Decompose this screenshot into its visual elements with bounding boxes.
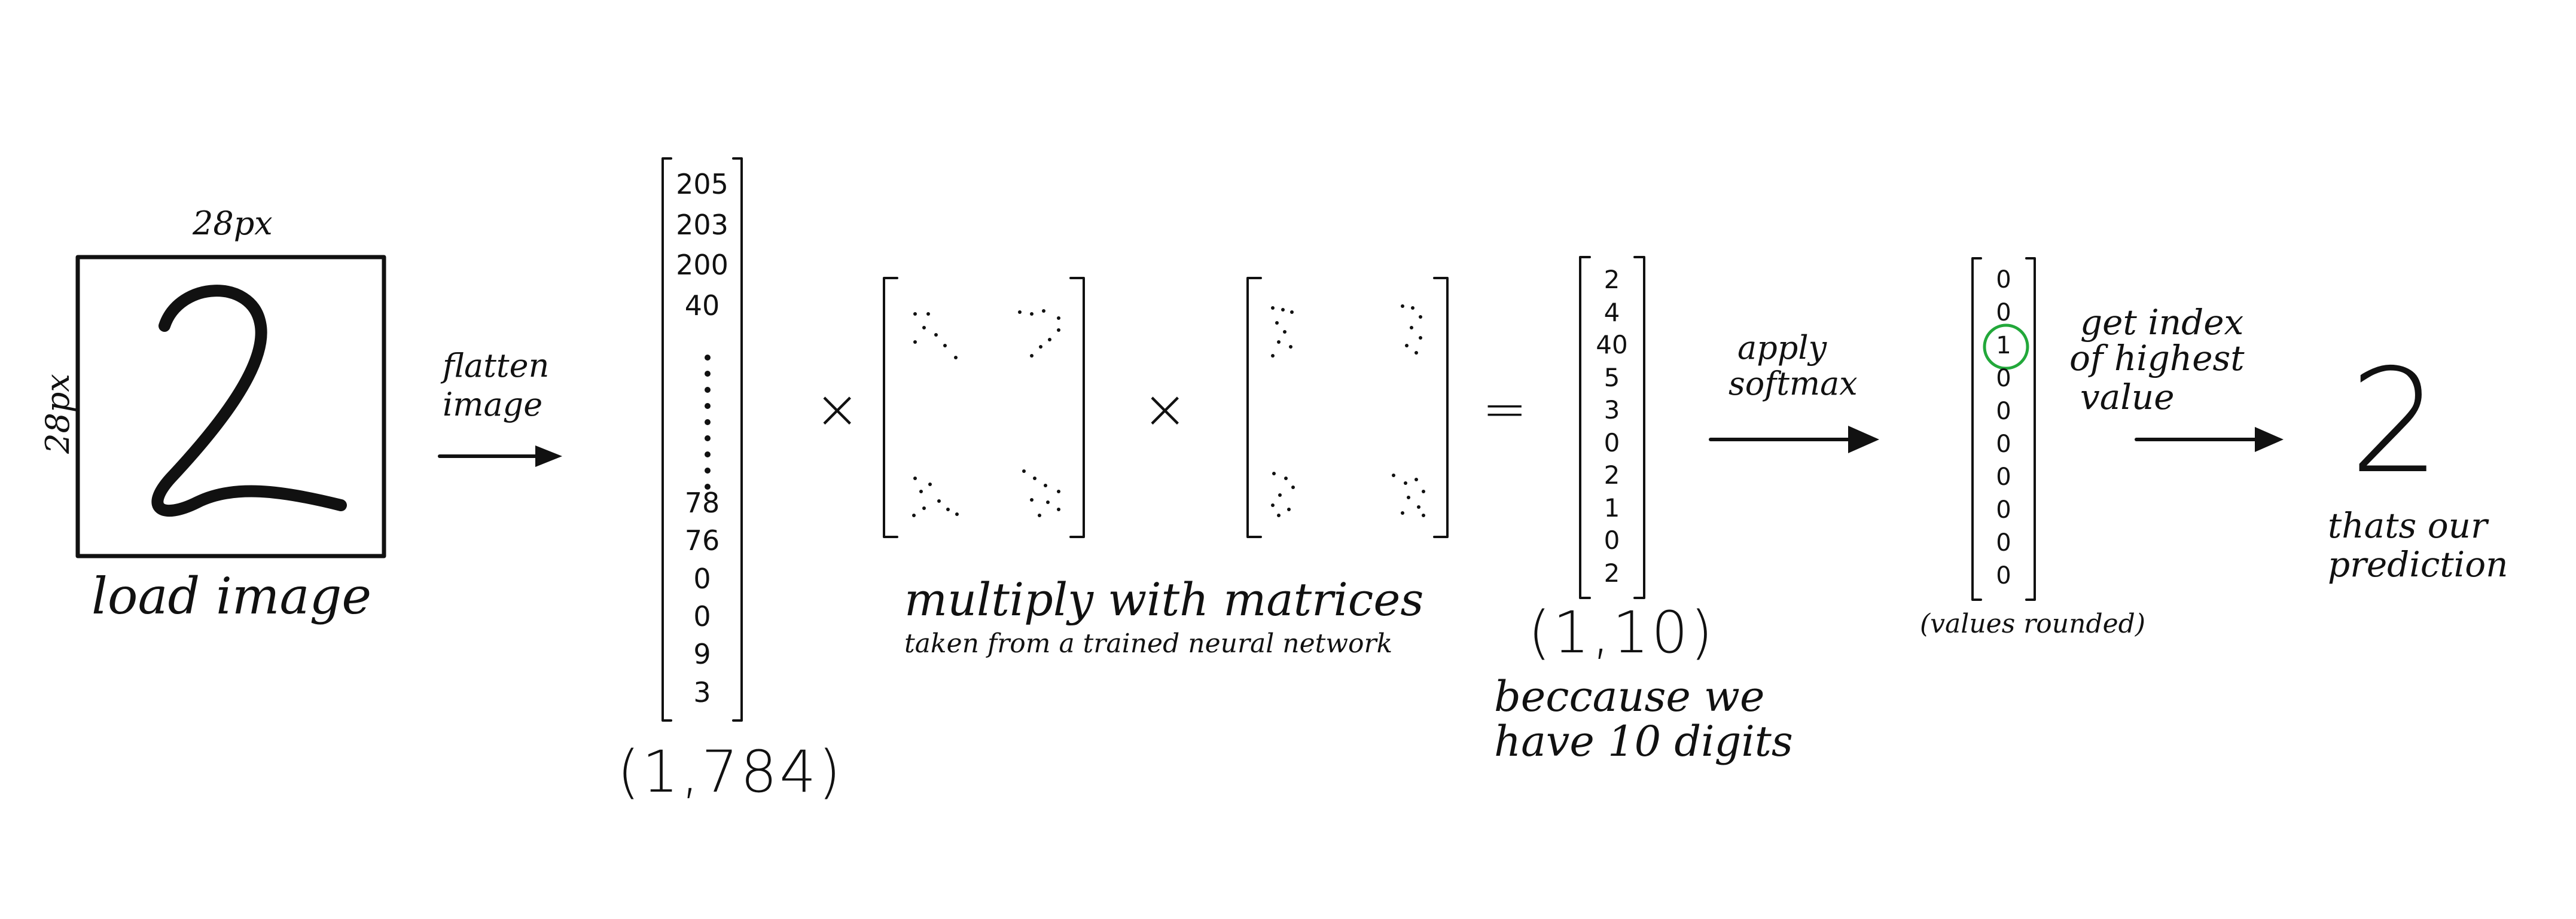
input-vector-bracket-left bbox=[661, 157, 672, 722]
logits-bracket-right bbox=[1633, 256, 1645, 599]
matrix-2-bracket-left bbox=[1246, 277, 1262, 538]
equals-operator: = bbox=[1482, 378, 1528, 441]
prediction-caption-line1: thats our bbox=[2328, 505, 2487, 546]
probability-value: 0 bbox=[1996, 266, 2011, 294]
logit-value: 2 bbox=[1603, 265, 1620, 294]
input-vector-value: 205 bbox=[676, 168, 728, 200]
input-vector-bracket-right bbox=[732, 157, 743, 722]
flatten-arrow bbox=[438, 445, 562, 467]
highest-value-highlight-circle bbox=[1983, 323, 2029, 370]
softmax-label-line2: softmax bbox=[1728, 365, 1858, 402]
input-vector-bottom-values: 78 76 0 0 9 3 bbox=[670, 489, 734, 716]
input-image-frame bbox=[75, 255, 386, 558]
softmax-label-line1: apply bbox=[1737, 329, 1827, 367]
probability-value: 0 bbox=[1996, 299, 2011, 326]
input-vector-value: 78 bbox=[684, 487, 720, 519]
logits-note-line2: have 10 digits bbox=[1494, 717, 1793, 766]
logit-value: 2 bbox=[1603, 460, 1620, 490]
image-caption: load image bbox=[92, 567, 372, 625]
logit-value: 2 bbox=[1603, 558, 1620, 588]
logit-value: 3 bbox=[1603, 395, 1620, 425]
probabilities-bracket-left bbox=[1971, 257, 1982, 601]
probabilities-note: (values rounded) bbox=[1920, 609, 2146, 639]
logits-note-line1: beccause we bbox=[1494, 672, 1765, 721]
input-vector-shape: (1,784) bbox=[617, 738, 843, 805]
probability-value: 0 bbox=[1996, 496, 2011, 524]
prediction-digit: 2 bbox=[2349, 338, 2441, 505]
input-vector-value: 9 bbox=[693, 638, 711, 671]
probability-value: 0 bbox=[1996, 431, 2011, 458]
logit-value: 40 bbox=[1596, 330, 1628, 359]
logit-value: 0 bbox=[1603, 526, 1620, 555]
matrix-1-bracket-left bbox=[883, 277, 898, 538]
matrix-2-dots bbox=[1271, 304, 1425, 517]
image-height-label: 28px bbox=[38, 374, 77, 454]
image-width-label: 28px bbox=[193, 204, 273, 242]
handwritten-digit-2 bbox=[151, 285, 347, 517]
argmax-arrow bbox=[2135, 427, 2284, 452]
probabilities-vector-values: 0 0 1 0 0 0 0 0 0 0 bbox=[1980, 268, 2028, 597]
input-vector-top-values: 205 203 200 40 bbox=[670, 170, 734, 332]
argmax-label-line1: get index bbox=[2080, 302, 2244, 343]
probability-value: 0 bbox=[1996, 562, 2011, 590]
logit-value: 5 bbox=[1603, 362, 1620, 392]
input-vector-value: 40 bbox=[684, 289, 720, 322]
input-vector-ellipsis bbox=[705, 355, 711, 490]
probabilities-bracket-right bbox=[2025, 257, 2036, 601]
input-vector-value: 0 bbox=[693, 562, 711, 595]
matrix-2-bracket-right bbox=[1433, 277, 1449, 538]
multiply-operator-1: × bbox=[815, 378, 860, 441]
probability-value: 0 bbox=[1996, 365, 2011, 392]
logit-value: 4 bbox=[1603, 297, 1620, 327]
matrices-subcaption: taken from a trained neural network bbox=[904, 628, 1393, 659]
logit-value: 1 bbox=[1603, 493, 1620, 523]
probability-value: 0 bbox=[1996, 398, 2011, 425]
prediction-caption-line2: prediction bbox=[2328, 544, 2508, 585]
flatten-label-line2: image bbox=[443, 386, 543, 423]
probability-value: 0 bbox=[1996, 463, 2011, 491]
argmax-label-line3: value bbox=[2080, 377, 2175, 417]
input-vector-value: 0 bbox=[693, 600, 711, 633]
logits-shape: (1,10) bbox=[1528, 599, 1715, 666]
multiply-operator-2: × bbox=[1142, 378, 1188, 441]
input-vector-value: 203 bbox=[676, 208, 728, 241]
softmax-arrow bbox=[1709, 426, 1879, 453]
logit-value: 0 bbox=[1603, 428, 1620, 457]
input-vector-value: 76 bbox=[684, 524, 720, 557]
input-vector-value: 3 bbox=[693, 676, 711, 709]
input-vector-value: 200 bbox=[676, 249, 728, 281]
logits-bracket-left bbox=[1579, 256, 1591, 599]
probability-value: 1 bbox=[1996, 332, 2011, 359]
matrix-1-dots bbox=[912, 309, 1060, 517]
argmax-label-line2: of highest bbox=[2069, 338, 2245, 378]
flatten-label-line1: flatten bbox=[443, 347, 550, 384]
probability-value: 0 bbox=[1996, 529, 2011, 557]
matrix-1-bracket-right bbox=[1069, 277, 1085, 538]
matrices-caption: multiply with matrices bbox=[904, 573, 1424, 626]
